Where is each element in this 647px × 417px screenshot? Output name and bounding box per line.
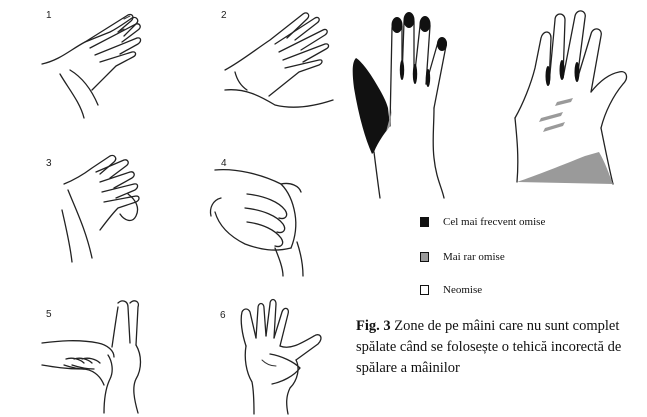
step-3: 3 <box>40 150 160 265</box>
step-6: 6 <box>210 296 340 416</box>
step-4: 4 <box>205 152 325 277</box>
step-1: 1 <box>40 10 160 120</box>
figure-label: Fig. 3 <box>356 318 391 334</box>
legend-swatch-grey <box>420 252 429 262</box>
legend-label: Mai rar omise <box>443 251 505 263</box>
legend-item-not-omitted: Neomise <box>420 284 482 296</box>
dorsal-hand-zone-icon <box>350 8 460 208</box>
legend-item-most-omitted: Cel mai frecvent omise <box>420 216 545 228</box>
figure-caption: Fig. 3 Zone de pe mâini care nu sunt com… <box>356 316 646 379</box>
legend-swatch-black <box>420 217 429 227</box>
thumb-rotational-rub-icon <box>38 295 160 415</box>
caption-text: Zone de pe mâini care nu sunt complet sp… <box>356 318 621 376</box>
legend-swatch-white <box>420 285 429 295</box>
step-2: 2 <box>215 10 340 120</box>
palmar-hand-zone-icon <box>505 8 635 203</box>
fingers-interlaced-icon <box>40 150 160 265</box>
fingertips-in-palm-icon <box>210 296 340 416</box>
legend-label: Cel mai frecvent omise <box>443 216 545 228</box>
fingers-interlocked-icon <box>205 152 325 277</box>
legend-item-less-omitted: Mai rar omise <box>420 251 505 263</box>
legend-label: Neomise <box>443 284 482 296</box>
hands-palm-to-palm-icon <box>40 10 160 120</box>
step-5: 5 <box>38 295 160 415</box>
palm-over-dorsum-icon <box>215 10 340 120</box>
